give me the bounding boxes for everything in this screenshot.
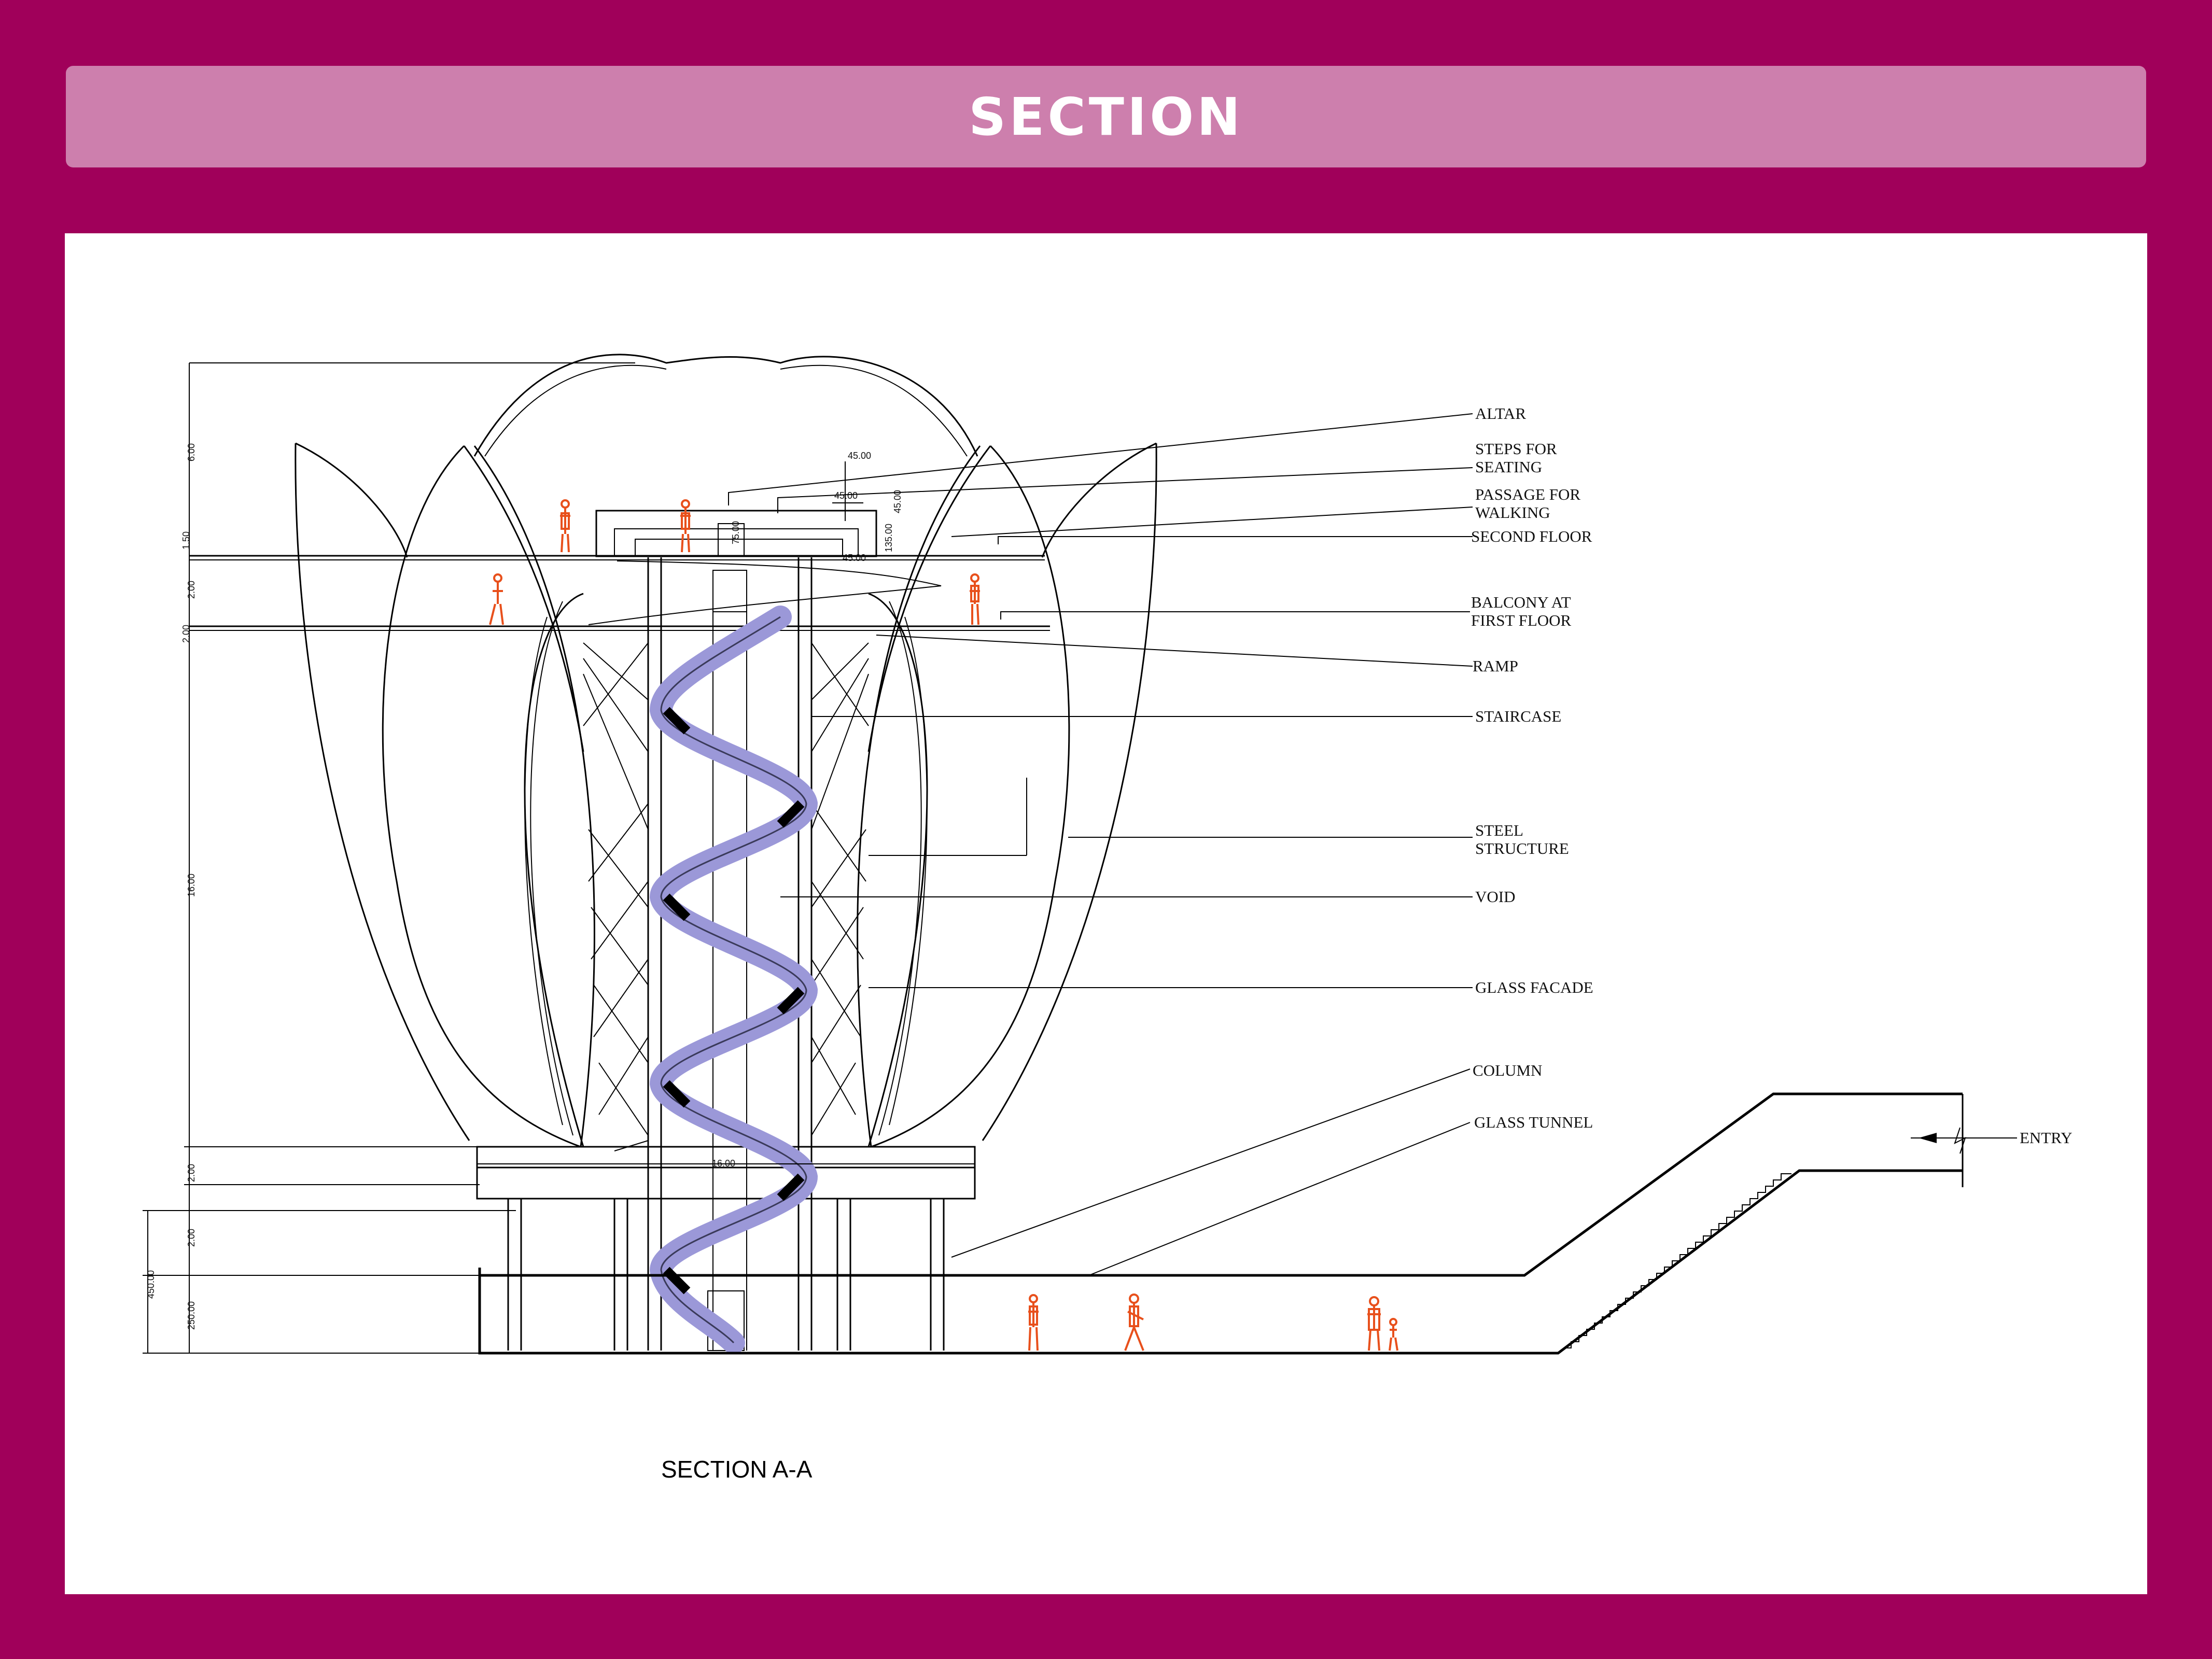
label-balcony: FIRST FLOOR [1471,611,1572,629]
vertical-dimensions: 6.00 1.50 2.00 2.00 16.00 2.00 2.00 450.… [143,362,975,1354]
drawing-caption: SECTION A-A [661,1456,813,1483]
dim-label: 16.00 [712,1158,735,1169]
person-icon [560,499,570,553]
outer-petal-left [295,443,470,1141]
dim-label: 135.00 [884,524,894,552]
base-podium [476,1166,976,1200]
label-column: COLUMN [1473,1061,1542,1079]
dim-label: 2.00 [186,581,197,599]
person-icon [489,573,504,625]
dim-label: 45.00 [848,451,871,461]
main-petal-right [871,445,1070,1148]
person-icon [1389,1318,1398,1351]
title-bar: SECTION [66,66,2146,167]
person-icon [680,499,691,553]
outer-petal-right [982,443,1157,1141]
dim-label: 2.00 [181,625,191,643]
dim-label: 75.00 [731,521,741,544]
dim-label: 1.50 [181,531,191,550]
entry-stairs [1563,1173,1791,1348]
main-petal-left [382,445,581,1148]
dim-label: 6.00 [186,443,197,461]
label-entry: ENTRY [2020,1129,2073,1147]
page-title: SECTION [969,86,1243,147]
label-second-floor: SECOND FLOOR [1471,527,1592,545]
label-altar: ALTAR [1475,404,1526,423]
people-figures [489,499,1398,1351]
dim-label: 45.00 [892,490,903,513]
dim-label: 2.00 [186,1229,197,1247]
label-passage: PASSAGE FOR [1475,485,1580,503]
label-ramp: RAMP [1473,657,1518,675]
dim-label: 16.00 [186,874,197,897]
dim-label: 2.00 [186,1164,197,1182]
label-steel-structure: STRUCTURE [1475,839,1569,857]
spiral-staircase [649,606,818,1354]
label-steps: STEPS FOR [1475,440,1557,458]
tunnel-roof [480,1092,1963,1277]
label-steel-structure: STEEL [1475,821,1523,839]
label-void: VOID [1475,888,1516,906]
dim-label: 250.00 [186,1301,197,1330]
building-outline [189,354,1157,1351]
label-glass-tunnel: GLASS TUNNEL [1474,1113,1593,1131]
drawing-sheet: 6.00 1.50 2.00 2.00 16.00 2.00 2.00 450.… [65,233,2147,1594]
entry-arrow-icon [1919,1133,1937,1143]
dim-label: 450.00 [146,1270,156,1299]
dim-label: 45.00 [843,553,866,563]
tunnel-floor [478,1169,1963,1355]
section-drawing: 6.00 1.50 2.00 2.00 16.00 2.00 2.00 450.… [143,354,2073,1483]
glass-tunnel [478,1092,2017,1355]
annotation-labels: ALTAR STEPS FOR SEATING PASSAGE FOR WALK… [1471,404,2073,1147]
person-icon [1124,1294,1144,1351]
steel-structure-right [811,642,869,1136]
label-glass-facade: GLASS FACADE [1475,978,1593,996]
label-steps: SEATING [1475,458,1542,476]
leader-lines [728,413,1473,1276]
person-icon [1028,1294,1039,1351]
label-passage: WALKING [1475,503,1550,522]
dim-label: 45.00 [834,490,858,501]
label-balcony: BALCONY AT [1471,593,1571,611]
label-staircase: STAIRCASE [1475,707,1561,725]
ramp [588,560,942,625]
person-icon [1367,1296,1381,1351]
person-icon [970,573,980,625]
steel-structure-left [583,642,649,1151]
top-bud [473,354,978,457]
